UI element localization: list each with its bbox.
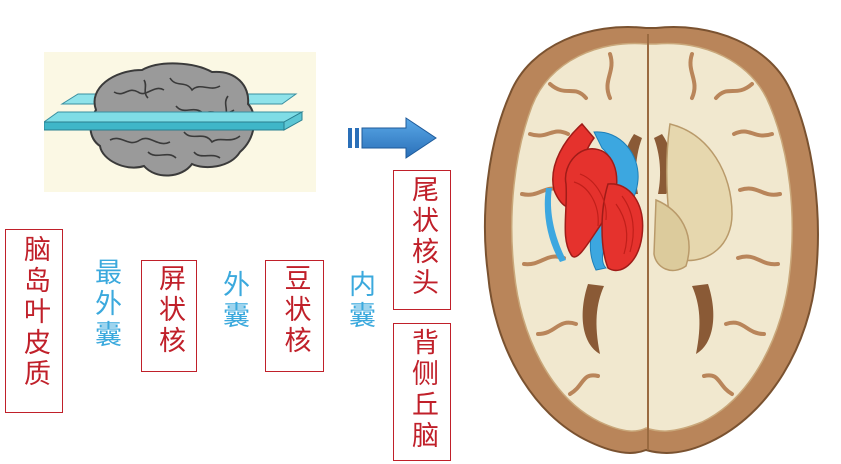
label-extreme-capsule: 最外囊 <box>90 258 121 351</box>
label-insula: 脑岛叶皮质 <box>19 235 50 390</box>
label-external-capsule: 外囊 <box>218 270 249 332</box>
brain-plane-illustration <box>44 52 316 192</box>
label-caudate-head: 尾状核头 <box>407 175 438 299</box>
label-thalamus-box: 背侧丘脑 <box>393 323 451 461</box>
label-claustrum-box: 屏状核 <box>141 260 197 372</box>
label-internal-capsule-wrap: 内囊 <box>338 270 380 350</box>
label-external-capsule-wrap: 外囊 <box>212 270 254 350</box>
label-lentiform-box: 豆状核 <box>265 260 324 372</box>
brain-horizontal-section <box>470 14 832 460</box>
brain-side-view <box>44 62 304 177</box>
label-lentiform-nucleus: 豆状核 <box>279 264 311 357</box>
thalamus-region <box>601 183 644 272</box>
label-internal-capsule: 内囊 <box>344 270 375 332</box>
label-claustrum: 屏状核 <box>154 264 185 357</box>
right-arrow-icon <box>348 117 437 159</box>
label-caudate-box: 尾状核头 <box>393 170 451 310</box>
label-dorsal-thalamus: 背侧丘脑 <box>407 328 438 452</box>
label-extreme-capsule-wrap: 最外囊 <box>84 258 126 368</box>
label-insula-box: 脑岛叶皮质 <box>5 229 63 413</box>
